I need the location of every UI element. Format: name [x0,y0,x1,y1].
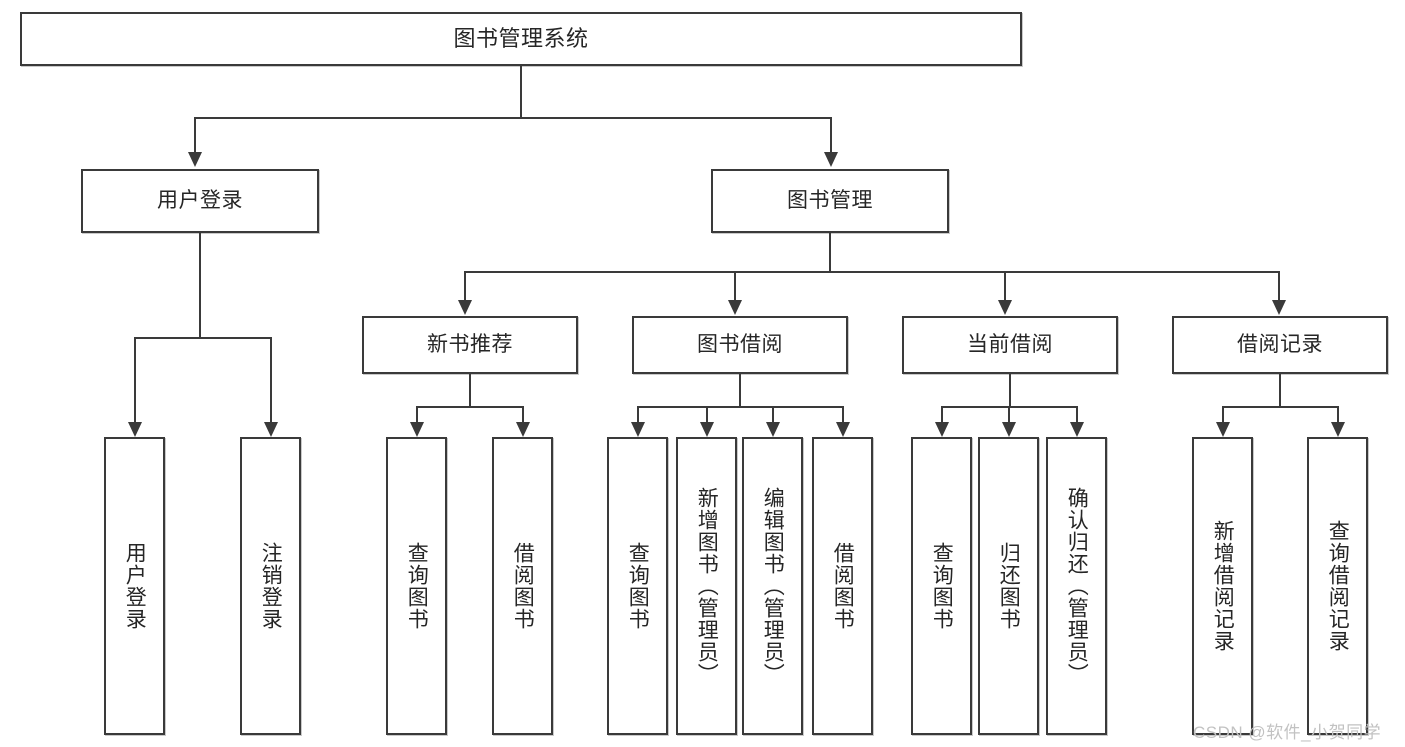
arrowhead-to-leaf-borrow-book-1 [516,422,530,437]
node-label: 查询借阅记录 [1326,520,1350,652]
leaf-user-logout[interactable]: 注销登录 [240,437,301,735]
connector-root-stem [520,66,522,118]
node-label: 用户登录 [157,188,243,212]
connector-borrow-record-drop-1 [1222,406,1224,435]
arrowhead-to-leaf-query-record [1331,422,1345,437]
node-label: 借阅记录 [1237,332,1323,356]
arrowhead-to-leaf-add-record [1216,422,1230,437]
connector-new-book-drop-1 [416,406,418,435]
leaf-query-record[interactable]: 查询借阅记录 [1307,437,1368,735]
connector-borrow-record-bus [1222,406,1339,408]
node-label: 图书借阅 [697,332,783,356]
node-label: 归还图书 [997,542,1021,630]
arrowhead-to-leaf-edit-book [766,422,780,437]
node-user-login[interactable]: 用户登录 [81,169,319,233]
leaf-edit-book[interactable]: 编辑图书（管理员） [742,437,803,735]
connector-root-drop-1 [194,117,196,154]
connector-root-bus [194,117,832,119]
arrowhead-to-current-borrow [998,300,1012,315]
connector-book-borrow-drop-2 [706,406,708,435]
leaf-confirm-return[interactable]: 确认归还（管理员） [1046,437,1107,735]
node-label: 编辑图书（管理员） [761,487,785,685]
node-label: 查询图书 [405,542,429,630]
node-label: 注销登录 [259,542,283,630]
connector-root-drop-2 [830,117,832,154]
leaf-add-book[interactable]: 新增图书（管理员） [676,437,737,735]
leaf-query-book-2[interactable]: 查询图书 [607,437,668,735]
arrowhead-to-leaf-add-book [700,422,714,437]
connector-borrow-record-drop-2 [1337,406,1339,435]
connector-new-book-stem [469,374,471,408]
leaf-add-record[interactable]: 新增借阅记录 [1192,437,1253,735]
arrowhead-to-leaf-user-logout [264,422,278,437]
connector-user-login-stem [199,233,201,339]
node-label: 借阅图书 [831,542,855,630]
connector-book-borrow-drop-4 [842,406,844,435]
arrowhead-to-leaf-query-book-2 [631,422,645,437]
node-label: 用户登录 [123,542,147,630]
node-label: 当前借阅 [967,332,1053,356]
connector-user-login-bus [134,337,271,339]
connector-book-manage-drop-2 [734,271,736,303]
connector-current-borrow-drop-3 [1076,406,1078,435]
node-label: 新增借阅记录 [1211,520,1235,652]
leaf-user-login[interactable]: 用户登录 [104,437,165,735]
connector-book-manage-bus [464,271,1280,273]
connector-book-manage-stem [829,233,831,273]
arrowhead-to-leaf-return-book [1002,422,1016,437]
arrowhead-to-borrow-record [1272,300,1286,315]
node-root-book-management-system[interactable]: 图书管理系统 [20,12,1022,66]
node-label: 图书管理 [787,188,873,212]
connector-current-borrow-drop-2 [1008,406,1010,435]
leaf-query-book-3[interactable]: 查询图书 [911,437,972,735]
arrowhead-to-leaf-borrow-book-2 [836,422,850,437]
leaf-borrow-book-2[interactable]: 借阅图书 [812,437,873,735]
node-borrow-record[interactable]: 借阅记录 [1172,316,1388,374]
leaf-return-book[interactable]: 归还图书 [978,437,1039,735]
arrowhead-to-leaf-confirm-return [1070,422,1084,437]
node-label: 图书管理系统 [453,26,589,52]
node-label: 查询图书 [930,542,954,630]
connector-book-manage-drop-4 [1278,271,1280,303]
node-label: 借阅图书 [511,542,535,630]
connector-book-manage-drop-3 [1004,271,1006,303]
connector-book-borrow-drop-1 [637,406,639,435]
connector-new-book-drop-2 [522,406,524,435]
node-label: 确认归还（管理员） [1065,487,1089,685]
arrowhead-to-book-borrow [728,300,742,315]
arrowhead-to-book-manage [824,152,838,167]
leaf-query-book-1[interactable]: 查询图书 [386,437,447,735]
arrowhead-to-new-book-rec [458,300,472,315]
arrowhead-to-leaf-query-book-3 [935,422,949,437]
node-book-borrow[interactable]: 图书借阅 [632,316,848,374]
connector-user-login-drop-1 [134,337,136,435]
connector-book-borrow-drop-3 [772,406,774,435]
node-label: 新增图书（管理员） [695,487,719,685]
node-label: 查询图书 [626,542,650,630]
arrowhead-to-user-login [188,152,202,167]
node-new-book-recommend[interactable]: 新书推荐 [362,316,578,374]
node-current-borrow[interactable]: 当前借阅 [902,316,1118,374]
connector-user-login-drop-2 [270,337,272,435]
connector-book-borrow-stem [739,374,741,408]
connector-current-borrow-stem [1009,374,1011,408]
arrowhead-to-leaf-query-book-1 [410,422,424,437]
connector-book-borrow-bus [637,406,844,408]
connector-current-borrow-drop-1 [941,406,943,435]
node-book-manage[interactable]: 图书管理 [711,169,949,233]
connector-borrow-record-stem [1279,374,1281,408]
node-label: 新书推荐 [427,332,513,356]
arrowhead-to-leaf-user-login [128,422,142,437]
connector-book-manage-drop-1 [464,271,466,303]
connector-new-book-bus [416,406,524,408]
leaf-borrow-book-1[interactable]: 借阅图书 [492,437,553,735]
